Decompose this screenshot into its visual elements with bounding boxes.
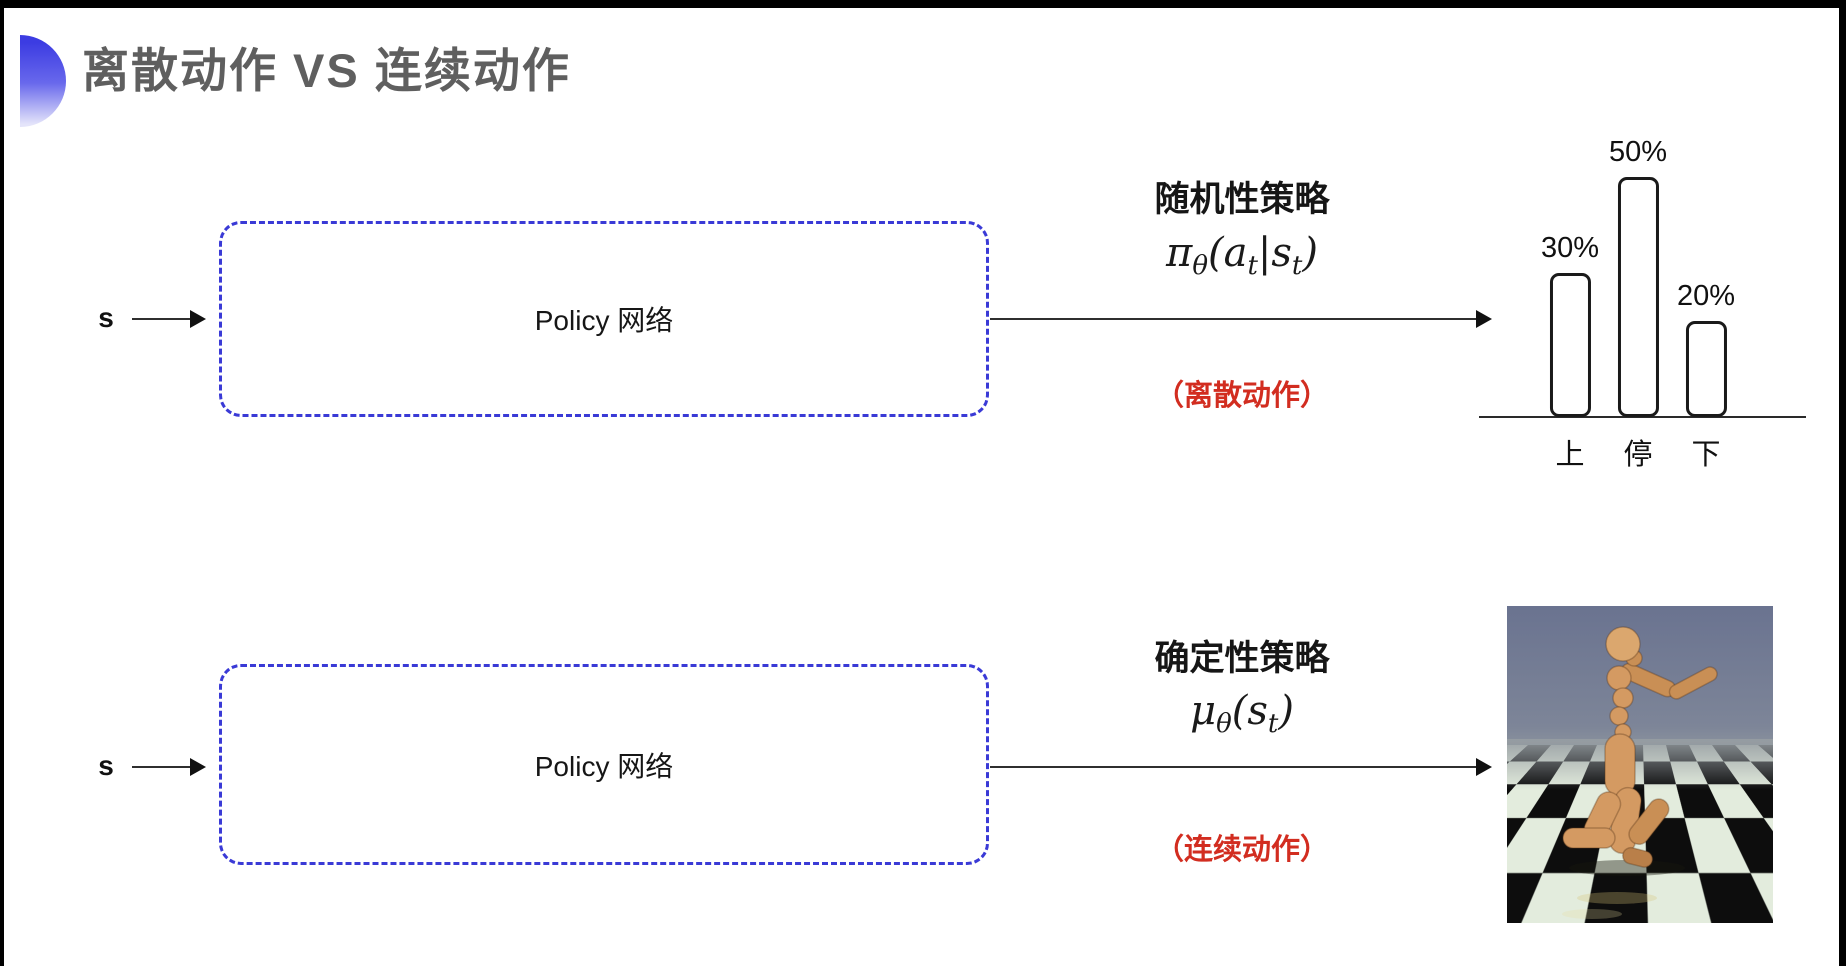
chart-baseline (1479, 416, 1806, 418)
stochastic-policy-formula: πθ(at|st) (1166, 230, 1318, 281)
policy-type-title-row1: 随机性策略 (1154, 180, 1330, 219)
bar (1685, 321, 1727, 417)
bar-value-label: 30% (1540, 232, 1600, 264)
policy-type-title-row2: 确定性策略 (1154, 639, 1330, 678)
input-arrow-row1 (132, 310, 206, 328)
action-type-note-row1: （离散动作） (1154, 380, 1329, 412)
chart-bar-group: 50% (1609, 136, 1667, 417)
bar (1549, 273, 1591, 417)
output-arrow-row2 (990, 758, 1492, 776)
bar (1617, 177, 1659, 417)
deterministic-policy-formula: μθ(st) (1190, 688, 1294, 739)
policy-network-box-row1: Policy 网络 (219, 221, 989, 417)
bar-value-label: 50% (1608, 136, 1668, 168)
chart-bar-group: 30% (1541, 232, 1599, 417)
horizon-haze (1507, 739, 1773, 790)
output-arrow-row1 (990, 310, 1492, 328)
bar-category-label: 下 (1691, 439, 1721, 471)
page-title: 离散动作 VS 连续动作 (82, 44, 571, 97)
action-probability-bar-chart: 30% 上 50% 停 20% 下 (1479, 123, 1809, 471)
chart-bar-group: 20% (1677, 280, 1735, 417)
action-type-note-row2: （连续动作） (1154, 834, 1329, 866)
policy-box-label-row2: Policy 网络 (534, 750, 674, 782)
humanoid-figure (1562, 626, 1718, 919)
title-bullet-icon (20, 35, 66, 127)
state-input-label-row1: s (98, 302, 114, 333)
bar-category-label: 上 (1555, 439, 1585, 471)
input-arrow-row2 (132, 758, 206, 776)
humanoid-simulation-image (1507, 606, 1773, 923)
bar-category-label: 停 (1623, 439, 1653, 471)
policy-box-label-row1: Policy 网络 (534, 305, 674, 336)
state-input-label-row2: s (98, 750, 114, 781)
bar-value-label: 20% (1676, 280, 1736, 312)
policy-network-box-row2: Policy 网络 (219, 664, 989, 865)
